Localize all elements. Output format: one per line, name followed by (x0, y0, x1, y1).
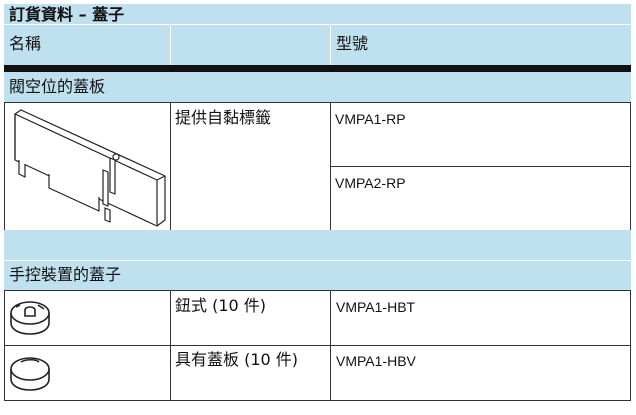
title-bar: 訂貨資料 – 蓋子 (4, 4, 631, 24)
model-vmpa2-rp: VMPA2-RP (335, 175, 406, 191)
table-row: 鈕式 (10 件) VMPA1-HBT (4, 290, 631, 346)
cover-plate-description: 提供自黏標籤 (175, 108, 272, 127)
model-vmpa1-hbt: VMPA1-HBT (336, 299, 416, 315)
section-label-valve-cover: 閥空位的蓋板 (9, 77, 106, 96)
table-row: 具有蓋板 (10 件) VMPA1-HBV (4, 345, 631, 401)
header-divider (4, 65, 631, 72)
section1-body: 提供自黏標籤 VMPA1-RP VMPA2-RP (4, 102, 631, 231)
column-header-model: 型號 (336, 34, 369, 53)
spacer-row (4, 230, 631, 260)
covered-cap-description: 具有蓋板 (10 件) (175, 350, 299, 369)
model-vmpa1-rp: VMPA1-RP (335, 111, 406, 127)
model-cell-rp2: VMPA2-RP (330, 167, 631, 230)
table-title: 訂貨資料 – 蓋子 (9, 5, 125, 24)
covered-cap-icon (10, 357, 50, 391)
column-header-name: 名稱 (9, 34, 42, 53)
push-button-description: 鈕式 (10 件) (175, 296, 267, 315)
column-header-row: 名稱 型號 (4, 25, 631, 65)
model-cell-rp1: VMPA1-RP (330, 103, 631, 167)
section-label-row: 閥空位的蓋板 (4, 72, 631, 102)
model-vmpa1-hbv: VMPA1-HBV (336, 353, 416, 369)
section-label-manual-override: 手控裝置的蓋子 (9, 265, 122, 284)
push-button-cap-icon (10, 301, 50, 335)
cover-plate-image (14, 109, 166, 227)
section-label-row-2: 手控裝置的蓋子 (4, 261, 631, 290)
